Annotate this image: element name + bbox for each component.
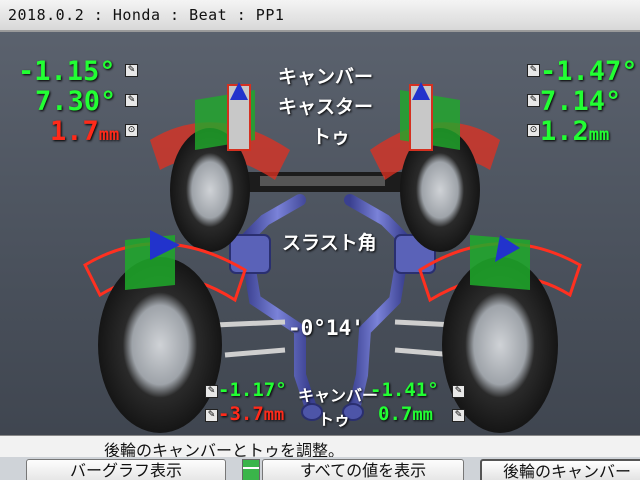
bar-graph-button[interactable]: バーグラフ表示 xyxy=(26,459,226,480)
edit-rear-right-camber-icon[interactable]: ✎ xyxy=(452,385,465,398)
thrust-angle-value: -0°14' xyxy=(288,316,364,340)
rear-left-toe: -3.7mm xyxy=(218,403,285,425)
edit-rear-left-toe-icon[interactable]: ✎ xyxy=(205,409,218,422)
front-left-wheel xyxy=(150,82,290,252)
front-right-wheel xyxy=(370,82,500,252)
edit-rear-right-toe-icon[interactable]: ✎ xyxy=(452,409,465,422)
button-bar: バーグラフ表示 すべての値を表示 後輪のキャンバー xyxy=(0,457,640,480)
front-right-camber: -1.47° xyxy=(540,56,638,87)
rear-camber-button[interactable]: 後輪のキャンバー xyxy=(480,459,640,480)
rear-right-camber: -1.41° xyxy=(370,379,439,401)
status-bar: 後輪のキャンバーとトゥを調整。 xyxy=(0,435,640,460)
label-thrust-angle: スラスト角 xyxy=(282,232,377,254)
edit-front-right-camber-icon[interactable]: ✎ xyxy=(527,64,540,77)
label-camber: キャンバー xyxy=(278,66,374,88)
label-rear-camber: キャンバー xyxy=(298,386,379,405)
edit-front-right-caster-icon[interactable]: ✎ xyxy=(527,94,540,107)
progress-indicator xyxy=(242,459,260,480)
title-bar: 2018.0.2 : Honda : Beat : PP1 xyxy=(0,0,640,32)
window-title: 2018.0.2 : Honda : Beat : PP1 xyxy=(8,6,285,24)
label-rear-toe: トゥ xyxy=(318,410,351,429)
front-left-camber: -1.15° xyxy=(18,56,116,87)
show-all-values-button[interactable]: すべての値を表示 xyxy=(262,459,464,480)
chassis-view xyxy=(0,30,640,435)
front-left-caster: 7.30° xyxy=(35,86,117,117)
edit-front-left-camber-icon[interactable]: ✎ xyxy=(125,64,138,77)
rear-left-wheel xyxy=(83,230,247,433)
edit-front-left-toe-icon[interactable]: ⊙ xyxy=(125,124,138,137)
front-right-toe: 1.2mm xyxy=(540,116,610,147)
front-axle xyxy=(215,172,430,192)
label-toe: トゥ xyxy=(312,126,351,148)
edit-front-right-toe-icon[interactable]: ⊙ xyxy=(527,124,540,137)
chassis-illustration xyxy=(83,82,582,433)
edit-rear-left-camber-icon[interactable]: ✎ xyxy=(205,385,218,398)
exhaust-system xyxy=(229,194,436,421)
edit-front-left-caster-icon[interactable]: ✎ xyxy=(125,94,138,107)
front-right-caster: 7.14° xyxy=(540,86,622,117)
label-caster: キャスター xyxy=(278,96,374,118)
rear-right-toe: 0.7mm xyxy=(378,403,433,425)
front-left-toe: 1.7mm xyxy=(50,116,120,147)
rear-right-wheel xyxy=(418,235,582,433)
rear-left-camber: -1.17° xyxy=(218,379,287,401)
status-message: 後輪のキャンバーとトゥを調整。 xyxy=(104,441,345,460)
